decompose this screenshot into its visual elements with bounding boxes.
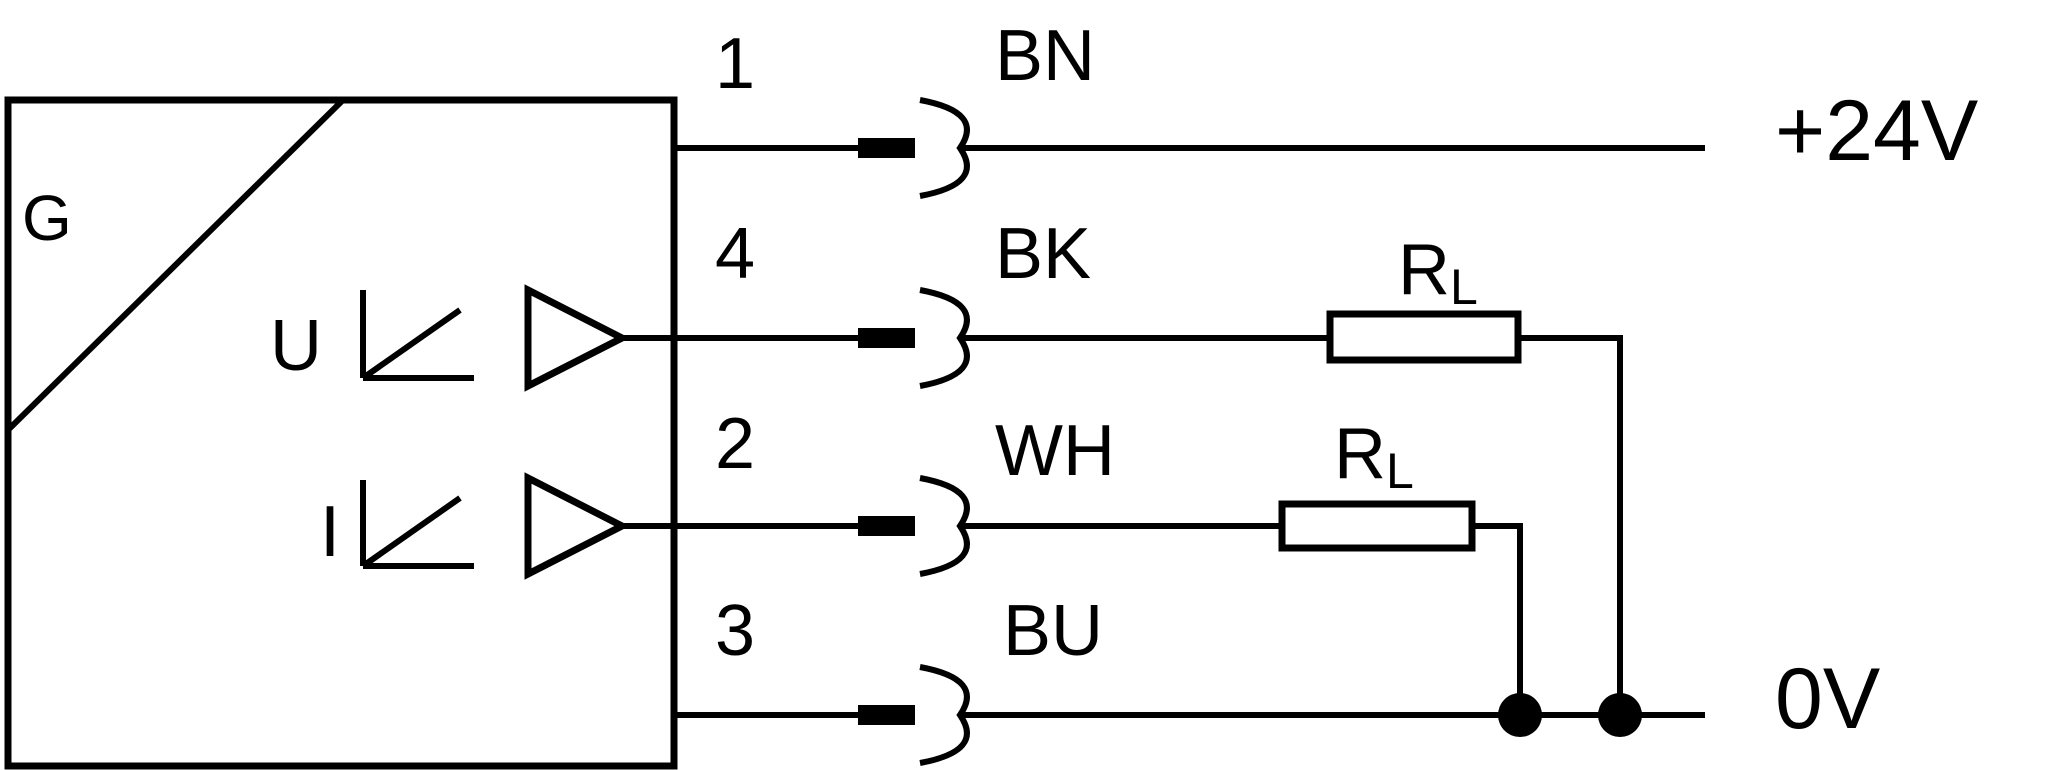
- voltage-output-label: U: [270, 306, 322, 386]
- resistor-1-base: R: [1398, 230, 1450, 310]
- wire-color-bk: BK: [995, 214, 1091, 294]
- voltage-amplifier-icon: [524, 284, 630, 392]
- current-output-stage: I: [320, 472, 630, 580]
- pin-number-2: 2: [715, 404, 755, 484]
- wire-pin-4: [622, 287, 1623, 715]
- junction-dot-1: [1498, 693, 1542, 737]
- resistor-2-sub: L: [1386, 443, 1414, 499]
- current-ramp-icon: [360, 480, 474, 569]
- sensor-box: G: [4, 96, 678, 770]
- wire-pin-2: [622, 475, 1523, 715]
- resistor-1-label: RL: [1398, 230, 1478, 315]
- voltage-output-stage: U: [270, 284, 630, 392]
- current-amplifier-icon: [524, 472, 630, 580]
- wire-pin-3: [674, 664, 1705, 766]
- pin-number-4: 4: [715, 214, 755, 294]
- wire-color-bn: BN: [995, 16, 1095, 96]
- current-output-label: I: [320, 492, 340, 572]
- resistor-1-sub: L: [1450, 259, 1478, 315]
- wire-color-wh: WH: [995, 411, 1115, 491]
- supply-ground-label: 0V: [1775, 651, 1880, 747]
- wire-pin-1: [674, 97, 1705, 199]
- voltage-ramp-icon: [360, 290, 474, 381]
- resistor-2: [1278, 500, 1476, 552]
- resistor-2-base: R: [1334, 414, 1386, 494]
- resistor-2-label: RL: [1334, 414, 1414, 499]
- resistor-1: [1326, 310, 1522, 364]
- supply-positive-label: +24V: [1775, 83, 1978, 179]
- wire-color-bu: BU: [1003, 591, 1103, 671]
- device-label: G: [22, 182, 72, 254]
- pin-number-3: 3: [715, 591, 755, 671]
- junction-dot-2: [1598, 693, 1642, 737]
- pin-number-1: 1: [715, 24, 755, 104]
